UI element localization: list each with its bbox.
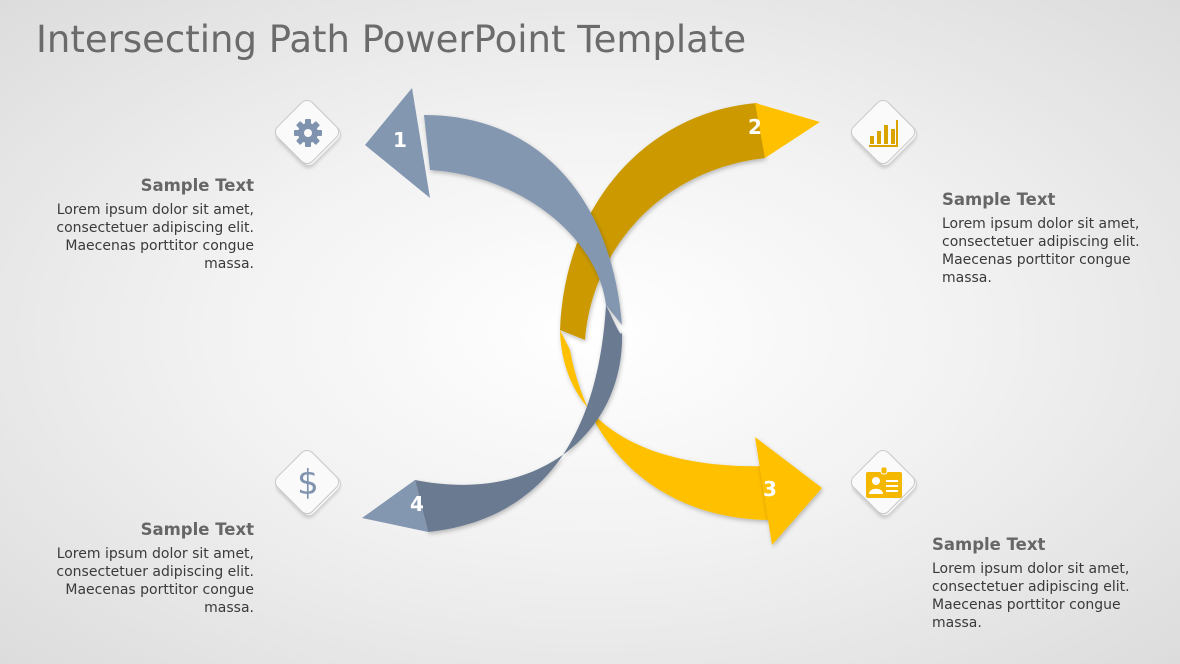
- arrow-3-shaft: [560, 330, 772, 520]
- heading-3: Sample Text: [932, 535, 1046, 554]
- arrow-1-shaft: [424, 115, 622, 325]
- text-block-1: Sample Text Lorem ipsum dolor sit amet, …: [34, 177, 254, 273]
- body-1: Lorem ipsum dolor sit amet, consectetuer…: [56, 202, 254, 272]
- text-block-3: Sample Text Lorem ipsum dolor sit amet, …: [932, 536, 1132, 632]
- step-number-1: 1: [393, 128, 407, 152]
- body-3: Lorem ipsum dolor sit amet, consectetuer…: [932, 561, 1130, 631]
- icon-badge-3: [847, 446, 921, 520]
- icon-badge-4: $: [271, 446, 345, 520]
- icon-badge-1: [271, 96, 345, 170]
- arrow-2-head: [755, 103, 820, 158]
- arrow-4-shaft: [415, 305, 623, 532]
- text-block-2: Sample Text Lorem ipsum dolor sit amet, …: [942, 191, 1142, 287]
- step-number-2: 2: [748, 115, 762, 139]
- arrow-3-head: [755, 437, 822, 545]
- heading-1: Sample Text: [140, 176, 254, 195]
- bar-chart-icon: [856, 105, 912, 161]
- dollar-icon: $: [297, 463, 319, 503]
- text-block-4: Sample Text Lorem ipsum dolor sit amet, …: [34, 521, 254, 617]
- gear-icon: [280, 105, 336, 161]
- heading-4: Sample Text: [140, 520, 254, 539]
- heading-2: Sample Text: [942, 190, 1056, 209]
- body-2: Lorem ipsum dolor sit amet, consectetuer…: [942, 216, 1140, 286]
- body-4: Lorem ipsum dolor sit amet, consectetuer…: [56, 546, 254, 616]
- step-number-4: 4: [410, 492, 424, 516]
- step-number-3: 3: [763, 477, 777, 501]
- arrow-2-shaft: [560, 103, 765, 340]
- arrow-1-head: [365, 88, 430, 198]
- icon-badge-2: [847, 96, 921, 170]
- id-card-icon: [856, 455, 912, 511]
- arrow-4-head: [362, 480, 428, 532]
- slide-title: Intersecting Path PowerPoint Template: [36, 18, 747, 61]
